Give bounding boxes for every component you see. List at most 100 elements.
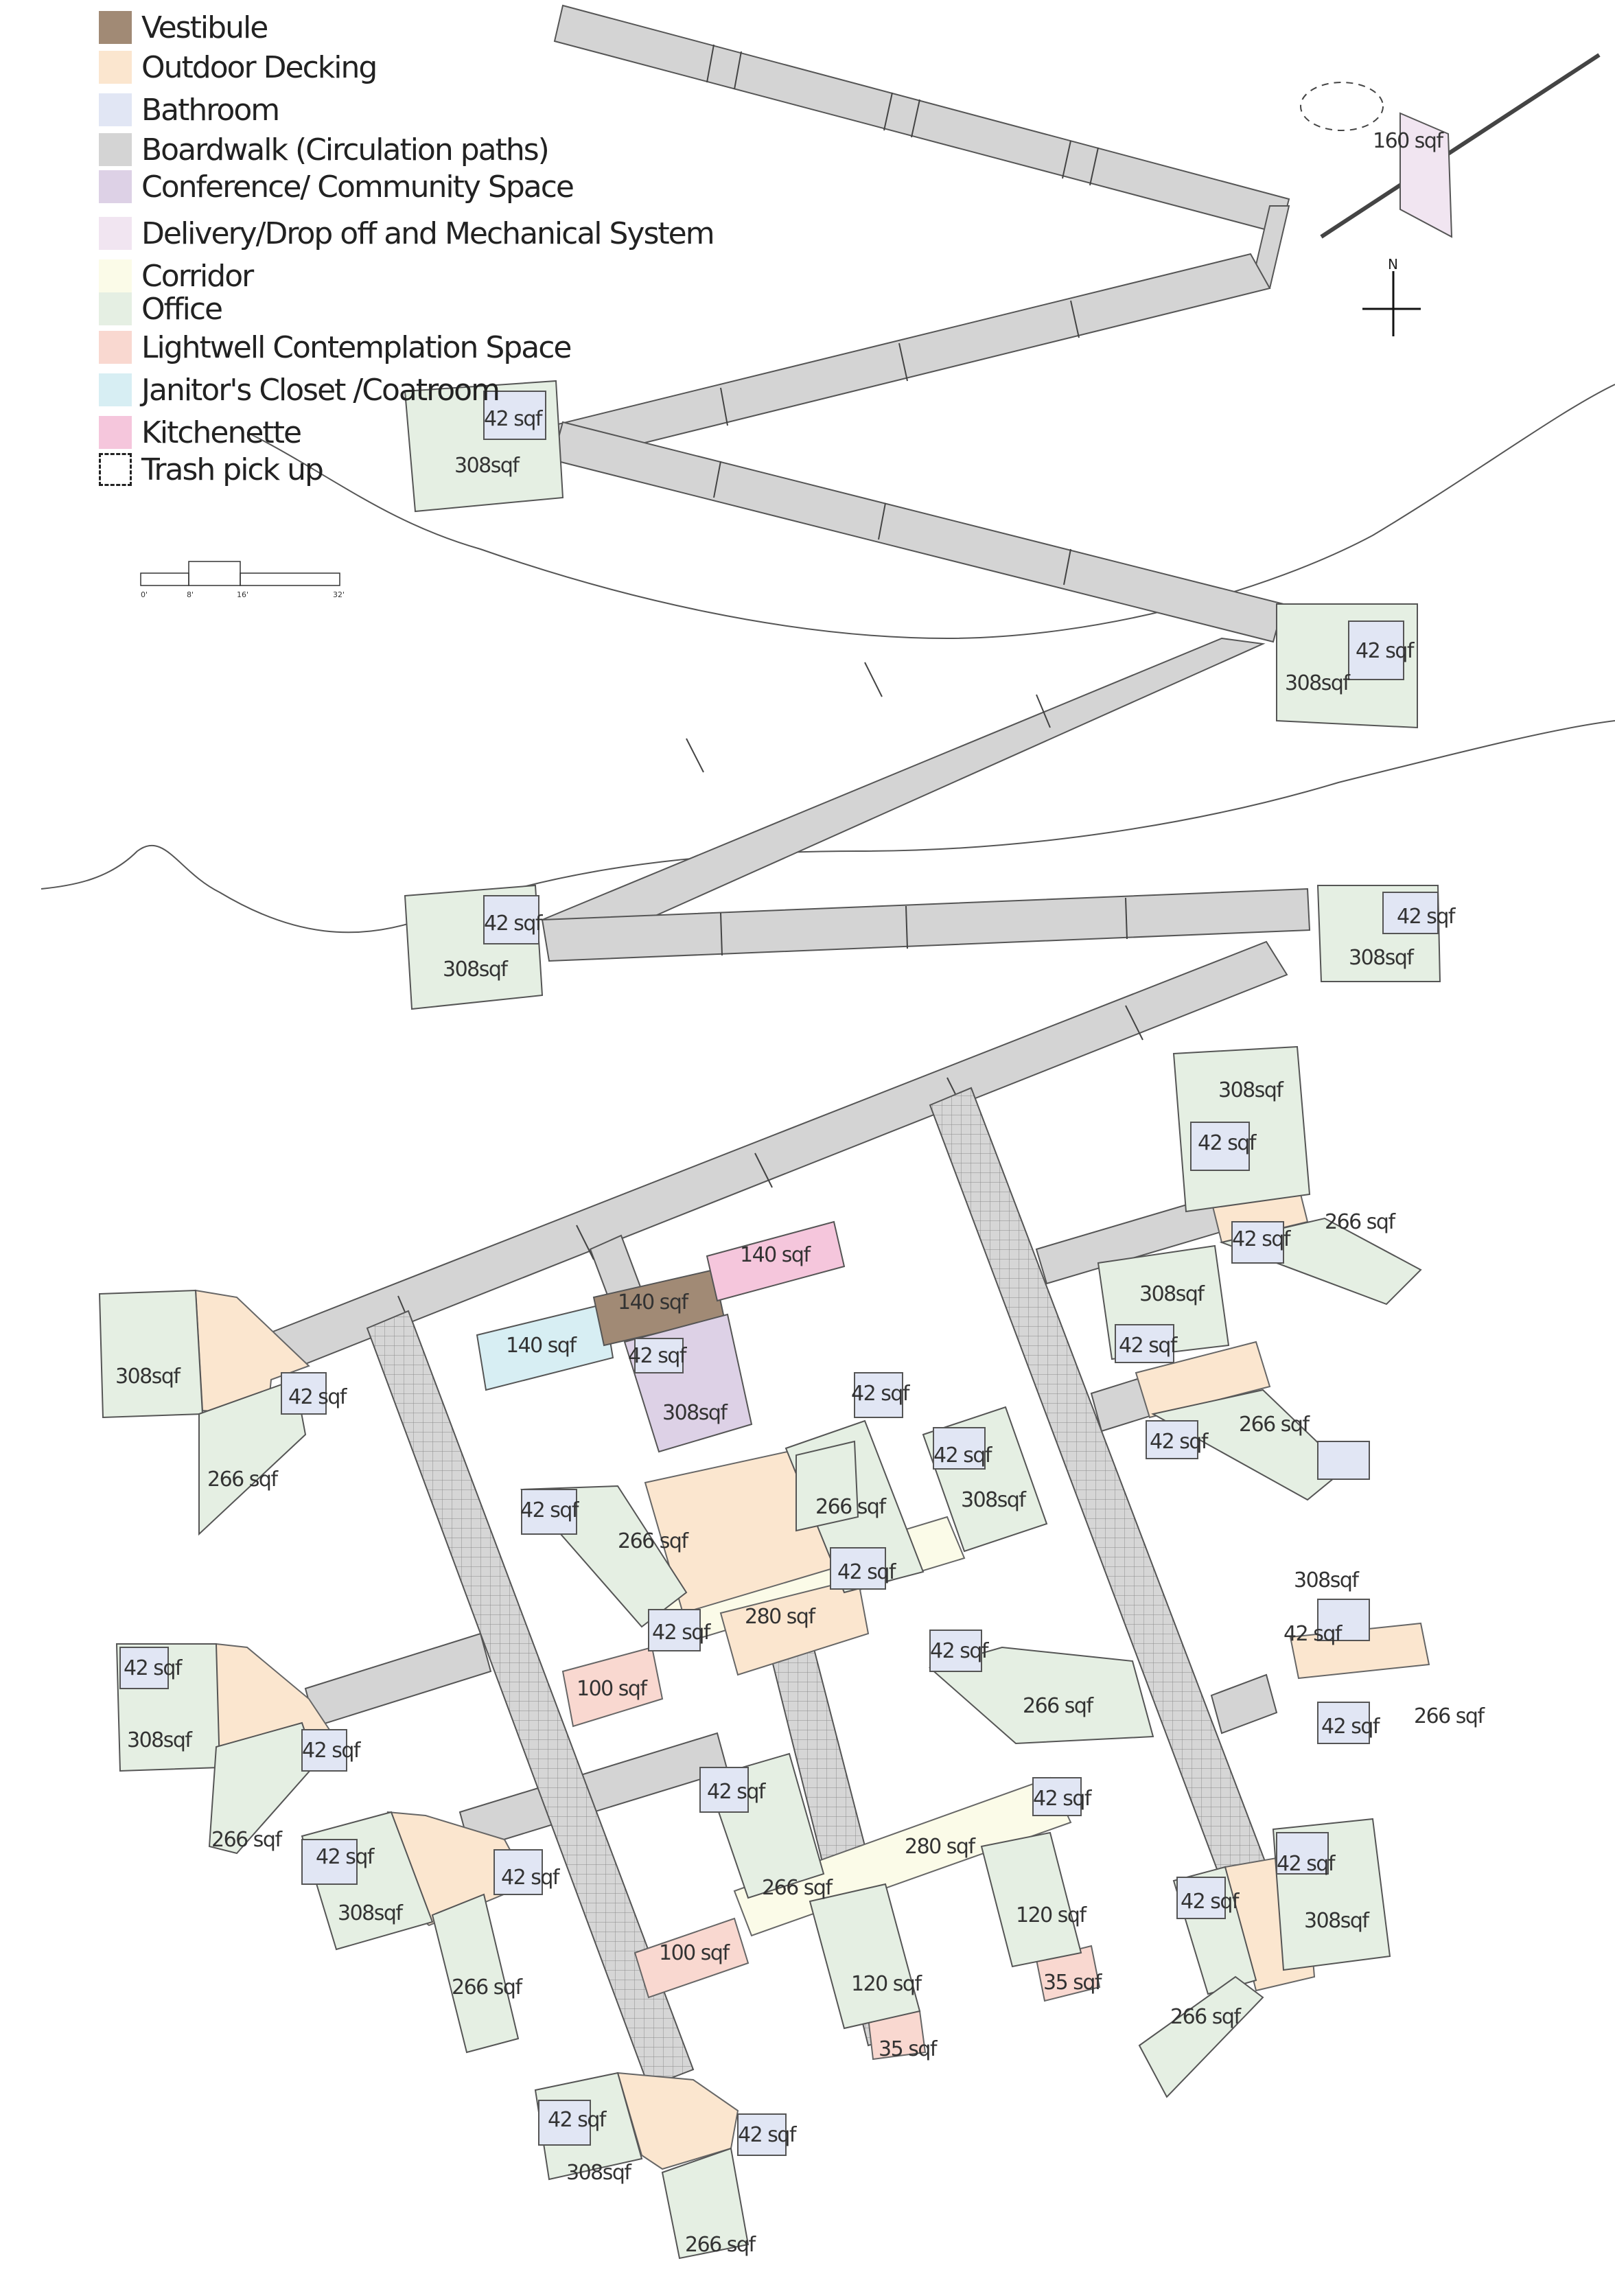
area-label: 42 sqf — [738, 2123, 798, 2147]
office-cabin-14b — [431, 1893, 520, 2054]
area-label: 100 sqf — [577, 1677, 648, 1701]
community-cluster — [476, 1220, 846, 1453]
area-label: 42 sqf — [1150, 1430, 1209, 1454]
area-label: 266 sqf — [207, 1468, 279, 1492]
scale-tick-0: 0' — [141, 590, 148, 599]
area-label: 42 sqf — [1198, 1131, 1257, 1155]
legend-label: Janitor's Closet /Coatroom — [141, 372, 500, 408]
bathroom-pod — [483, 391, 546, 440]
area-label: 308sqf — [662, 1401, 728, 1425]
area-label: 35 sqf — [1043, 1971, 1103, 1995]
legend-item-lightwell: Lightwell Contemplation Space — [99, 329, 572, 365]
area-label: 42 sqf — [484, 912, 544, 936]
legend-item-kitchenette: Kitchenette — [99, 415, 302, 450]
legend-swatch — [99, 416, 132, 449]
north-label: N — [1388, 256, 1398, 272]
corridor-south — [733, 1776, 1072, 1937]
area-label: 42 sqf — [628, 1344, 688, 1368]
area-label: 308sqf — [127, 1728, 193, 1752]
area-label: 42 sqf — [1397, 905, 1456, 929]
delivery-pad — [1399, 112, 1453, 238]
legend-label: Lightwell Contemplation Space — [141, 329, 572, 365]
area-label: 266 sqf — [211, 1828, 283, 1852]
bathroom-pod — [1348, 621, 1404, 680]
area-label: 42 sqf — [1119, 1334, 1178, 1358]
contour-line-upper — [246, 384, 1615, 640]
terrain-contours — [40, 384, 1615, 934]
legend-swatch — [99, 93, 132, 126]
area-label: 42 sqf — [707, 1780, 767, 1804]
legend-label: Office — [141, 291, 223, 327]
legend-item-office: Office — [99, 291, 223, 327]
area-label: 308sqf — [1304, 1909, 1370, 1933]
bathroom-pod — [538, 2100, 591, 2146]
office-cabin-18b — [1138, 1975, 1264, 2098]
legend-swatch — [99, 170, 132, 203]
lightwell-100-south — [634, 1917, 750, 1999]
area-label: 280 sqf — [745, 1605, 816, 1629]
bathroom-pod — [281, 1372, 327, 1415]
area-label: 160 sqf — [1373, 129, 1444, 153]
area-label: 42 sqf — [851, 1382, 911, 1406]
legend-label: Trash pick up — [141, 452, 324, 487]
legend-label: Delivery/Drop off and Mechanical System — [141, 216, 715, 251]
bathroom-pod — [521, 1489, 577, 1535]
scale-bar: 0' 8' 16' 32' — [140, 561, 345, 599]
bathroom-pod — [830, 1547, 886, 1590]
area-label: 140 sqf — [506, 1334, 577, 1358]
bathroom-pod — [1317, 1441, 1370, 1480]
office-cabins — [98, 380, 1441, 2260]
area-label: 120 sqf — [851, 1972, 922, 1996]
area-label: 308sqf — [961, 1488, 1027, 1512]
area-label: 42 sqf — [1356, 639, 1415, 663]
bathroom-pod — [699, 1767, 749, 1813]
boardwalk-joints — [397, 44, 1143, 1329]
area-label: 42 sqf — [316, 1845, 375, 1869]
area-label: 42 sqf — [124, 1656, 183, 1680]
area-label: 266 sqf — [762, 1876, 833, 1900]
legend-label: Kitchenette — [141, 415, 302, 450]
area-label: 35 sqf — [879, 2037, 938, 2061]
area-label: 42 sqf — [484, 407, 544, 431]
legend-swatch — [99, 259, 132, 292]
bathroom-pod — [301, 1729, 347, 1772]
area-label: 120 sqf — [1016, 1903, 1087, 1927]
bathroom-pod — [648, 1609, 701, 1651]
office-cabin-7b — [198, 1378, 307, 1536]
legend-item-outdoor-decking: Outdoor Decking — [99, 49, 377, 85]
legend-item-conference: Conference/ Community Space — [99, 169, 574, 205]
contour-line-lower — [40, 720, 1615, 934]
legend-item-trash: Trash pick up — [99, 452, 324, 487]
bathroom-pod — [1317, 1702, 1370, 1744]
bathroom-pod — [1231, 1221, 1284, 1264]
bathroom-pod — [493, 1849, 543, 1895]
office-cabin-12 — [795, 1440, 859, 1532]
area-label: 42 sqf — [288, 1385, 348, 1409]
area-label: 266 sqf — [1239, 1413, 1310, 1437]
area-label: 308sqf — [1218, 1078, 1284, 1102]
bathroom-pods — [119, 391, 1439, 2156]
area-label: 42 sqf — [501, 1866, 561, 1890]
area-label: 308sqf — [1349, 946, 1415, 970]
conference-bathroom — [634, 1338, 684, 1373]
legend-label: Corridor — [141, 258, 254, 294]
bathroom-pod — [1276, 1832, 1329, 1875]
area-label: 42 sqf — [1033, 1787, 1093, 1811]
area-label: 266 sqf — [1414, 1704, 1485, 1728]
legend-swatch — [99, 51, 132, 84]
deck-central-lower — [719, 1577, 870, 1676]
area-label: 280 sqf — [905, 1835, 976, 1859]
legend-item-janitor: Janitor's Closet /Coatroom — [99, 372, 500, 408]
kitchenette — [706, 1220, 846, 1302]
area-label: 266 sqf — [452, 1975, 523, 1999]
area-label: 266 sqf — [815, 1495, 887, 1519]
legend-item-corridor: Corridor — [99, 258, 254, 294]
janitor-closet — [476, 1303, 614, 1391]
area-label: 140 sqf — [618, 1290, 689, 1314]
area-label: 308sqf — [566, 2161, 632, 2185]
area-label: 266 sqf — [1170, 2005, 1242, 2029]
area-label: 42 sqf — [1181, 1890, 1240, 1914]
legend-swatch — [99, 453, 132, 486]
legend-label: Outdoor Decking — [141, 49, 377, 85]
area-label: 266 sqf — [618, 1529, 689, 1553]
